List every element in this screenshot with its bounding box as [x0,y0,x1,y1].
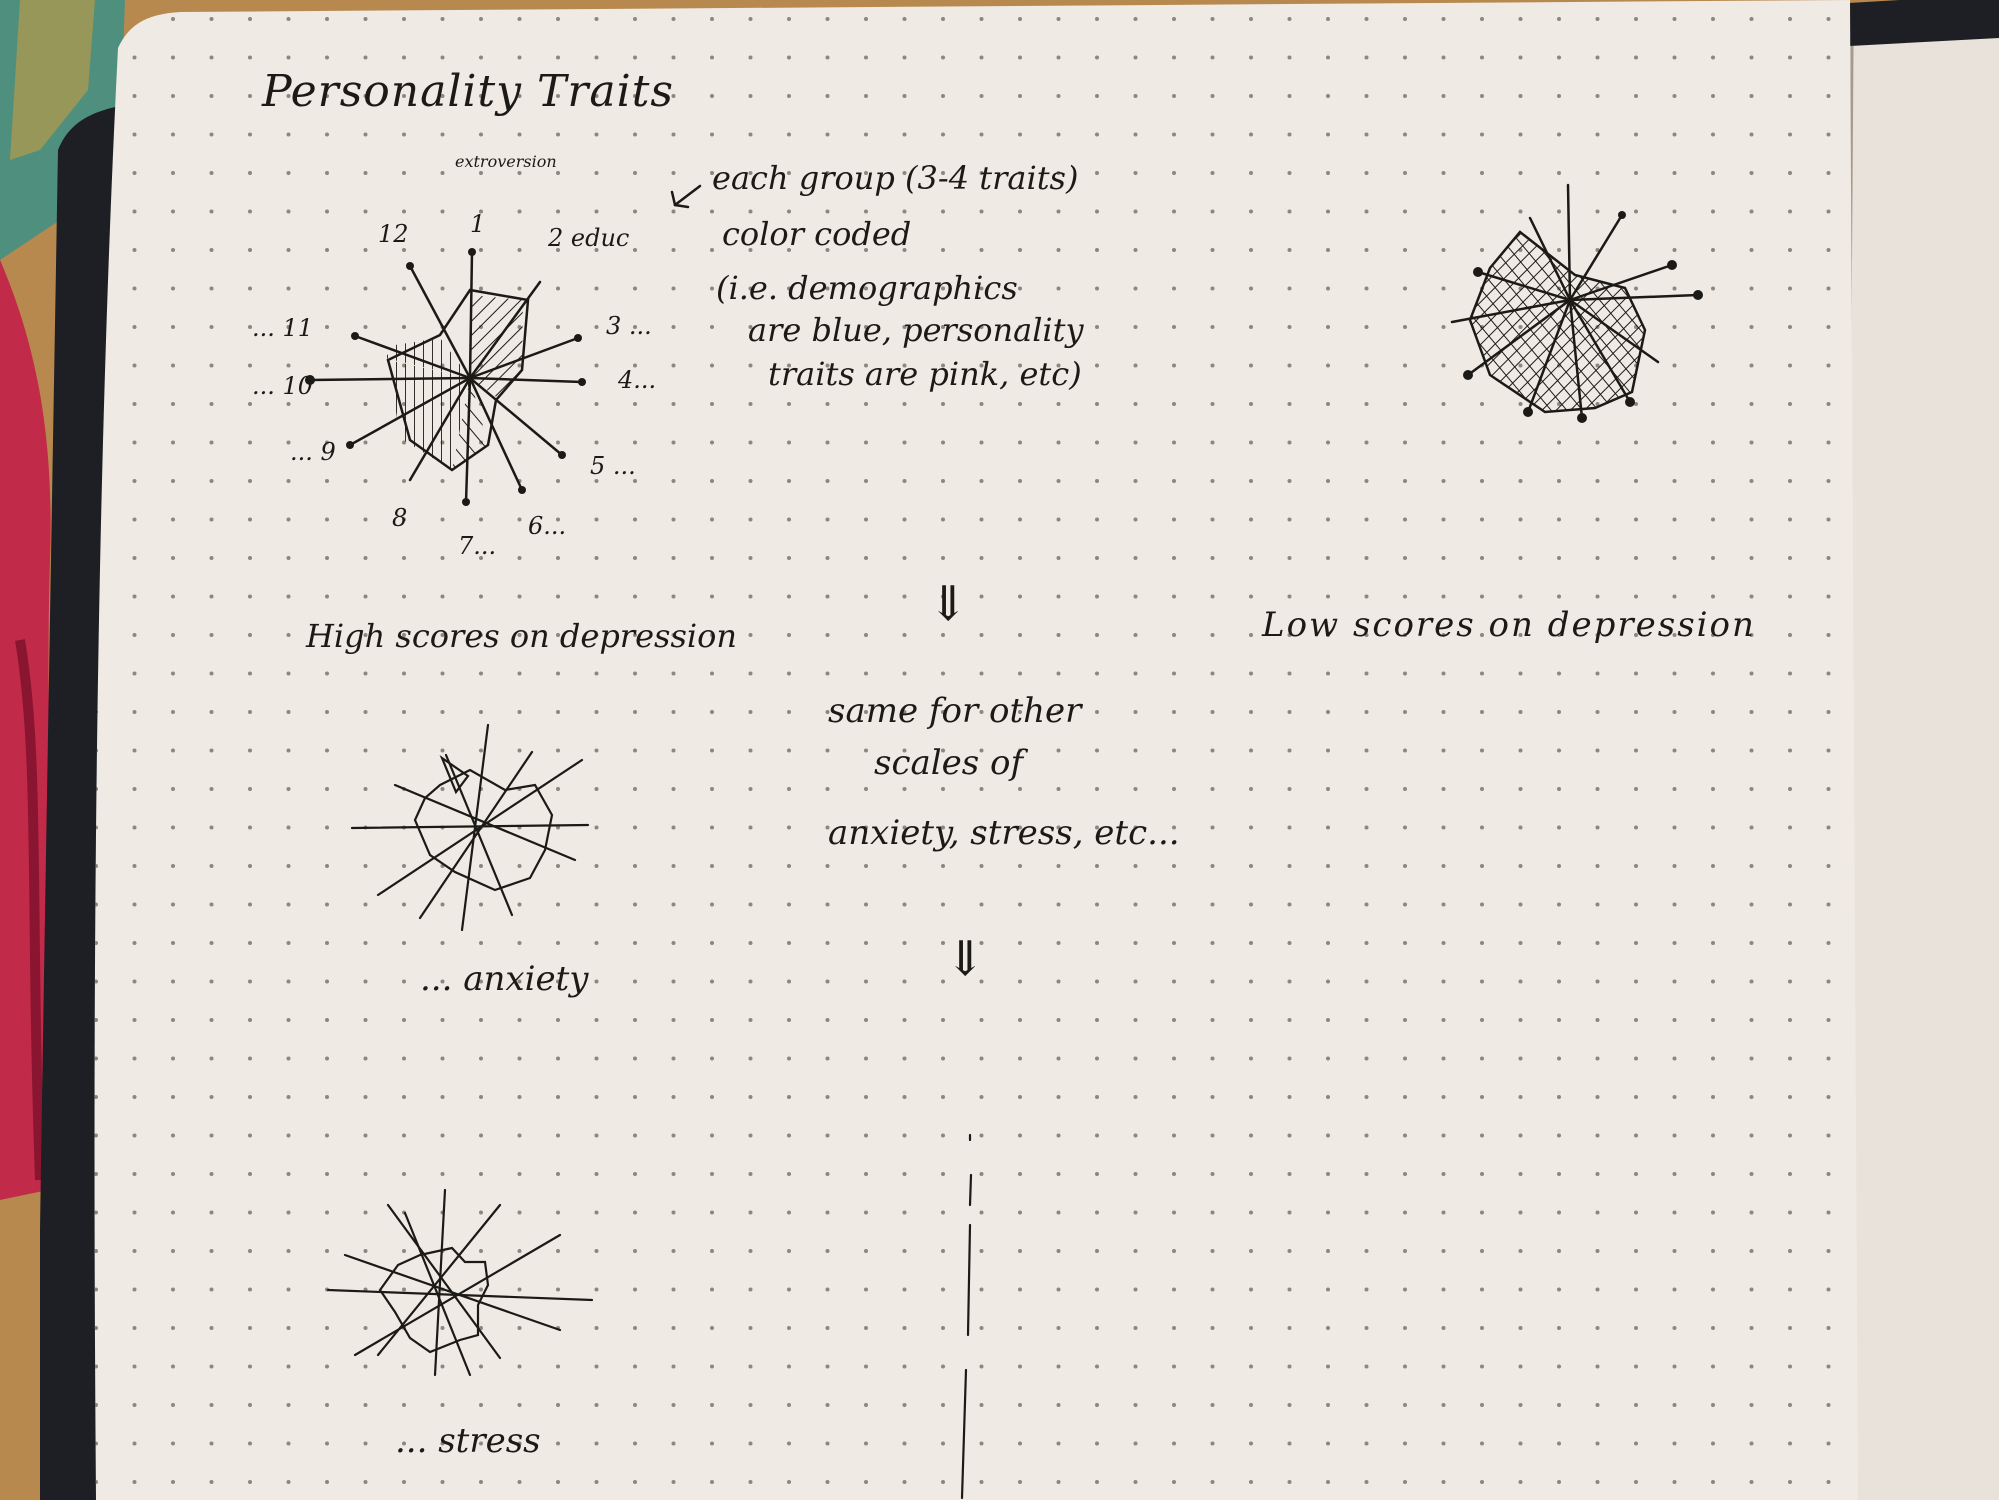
stress-radar-outline [378,1246,490,1354]
right-page [1840,38,1999,1500]
low-radar-endpoints [1463,211,1703,423]
red-strap-cord [15,639,45,1181]
radar-shade-bottom [452,378,488,470]
low-scores-radar-sketch [1450,183,1703,423]
low-radar-spokes [1450,183,1700,420]
radar-spokes [308,250,584,504]
page-dot-grid [94,0,1859,1500]
color-coding-note-line-1: each group (3-4 traits) [712,159,1079,197]
stress-caption: ... stress [395,1421,541,1461]
anxiety-caption: ... anxiety [420,959,589,999]
radar-shade-blue [385,338,470,378]
main-radar-axis-label-4: 4... [618,366,657,394]
main-radar-axis-label-7: 7... [458,532,497,560]
low-radar-crosshatch [1470,232,1645,412]
color-coding-note-line-4: are blue, personality [748,311,1084,349]
radar-spoke-endpoints [305,248,586,506]
low-scores-caption: Low scores on depression [1262,605,1756,645]
fabric-pattern-accent [10,0,95,160]
main-radar-axis-label-10: ... 10 [252,372,314,400]
main-radar-axis-label-5: 5 ... [590,452,636,480]
down-arrow-1: ⇓ [928,576,969,632]
main-radar-axis-label-3: 3 ... [606,312,652,340]
high-scores-caption: High scores on depression [306,617,737,655]
main-radar-sketch [305,248,586,506]
main-radar-axis-label-9: ... 9 [290,438,336,466]
other-scales-note-line-3: anxiety, stress, etc... [828,813,1180,853]
page-title: Personality Traits [262,66,674,117]
main-radar-axis-label-6: 6... [528,512,567,540]
color-coding-note-line-3: (i.e. demographics [716,269,1018,307]
radar-outline [386,288,530,472]
main-radar-top-label: extroversion [455,152,557,171]
main-radar-axis-label-11: ... 11 [252,314,314,342]
other-scales-note-line-2: scales of [874,743,1024,783]
anxiety-radar-outline [413,768,554,892]
main-radar-axis-label-1: 1 [470,210,486,238]
main-radar-axis-label-2: 2 educ [548,224,630,252]
annotation-arrow-mark [670,184,702,209]
color-coding-note-line-5: traits are pink, etc) [768,355,1082,393]
main-radar-axis-label-12: 12 [378,220,409,248]
anxiety-radar-sketch [350,723,590,932]
color-coding-note-line-2: color coded [722,215,912,253]
other-scales-note-line-1: same for other [828,691,1082,731]
main-radar-axis-label-8: 8 [392,504,408,532]
radar-shade-left [388,360,470,470]
stress-radar-sketch [326,1188,594,1377]
vertical-continuation-line [960,1133,973,1500]
down-arrow-2: ⇓ [945,931,986,987]
